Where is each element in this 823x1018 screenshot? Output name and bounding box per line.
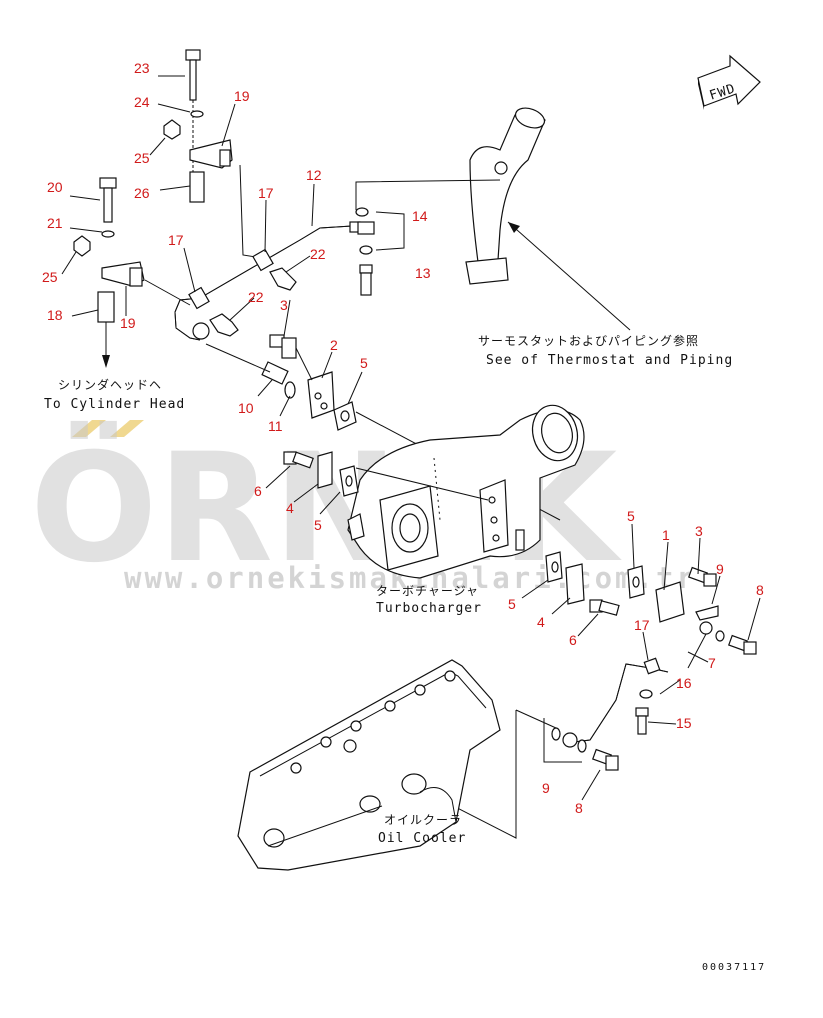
to-cylinder-head-en: To Cylinder Head bbox=[44, 397, 185, 412]
callout-17-mid: 17 bbox=[168, 232, 184, 248]
fittings-mid-left bbox=[283, 451, 489, 501]
watermark-accent-left bbox=[72, 420, 106, 437]
fwd-arrow: FWD bbox=[697, 54, 761, 110]
callout-6-right: 6 bbox=[569, 632, 577, 648]
callout-5-upper: 5 bbox=[360, 355, 368, 371]
callout-20: 20 bbox=[47, 179, 63, 195]
callout-5-right: 5 bbox=[627, 508, 635, 524]
oil-cooler-jp: オイルクーラ bbox=[384, 813, 462, 827]
callout-17-lower: 17 bbox=[634, 617, 650, 633]
callout-11: 11 bbox=[268, 418, 283, 434]
callout-19-upper: 19 bbox=[234, 88, 250, 104]
turbocharger-jp: ターボチャージャ bbox=[376, 584, 479, 598]
callout-numbers: 23 24 19 25 26 20 21 25 18 19 17 12 14 1… bbox=[42, 60, 764, 816]
drawing-code: 00037117 bbox=[702, 962, 766, 973]
turbocharger-en: Turbocharger bbox=[376, 601, 482, 616]
callout-22-upper: 22 bbox=[310, 246, 326, 262]
callout-19-lower: 19 bbox=[120, 315, 136, 331]
oil-cooler bbox=[237, 659, 501, 871]
callout-15: 15 bbox=[676, 715, 692, 731]
bracket-assembly-upper bbox=[163, 49, 263, 259]
callout-8-lower: 8 bbox=[575, 800, 583, 816]
callout-21: 21 bbox=[47, 215, 63, 231]
oil-tube-upper bbox=[174, 221, 361, 341]
callout-22-lower: 22 bbox=[248, 289, 264, 305]
oil-cooler-en: Oil Cooler bbox=[378, 831, 466, 846]
callout-16: 16 bbox=[676, 675, 692, 691]
callout-10: 10 bbox=[238, 400, 254, 416]
callout-5-lower: 5 bbox=[508, 596, 516, 612]
fittings-mid-right bbox=[545, 551, 757, 669]
callout-12: 12 bbox=[306, 167, 322, 183]
callout-26: 26 bbox=[134, 185, 150, 201]
callout-24: 24 bbox=[134, 94, 150, 110]
callout-2: 2 bbox=[330, 337, 338, 353]
callout-17-upper: 17 bbox=[258, 185, 274, 201]
callout-4-right: 4 bbox=[537, 614, 545, 630]
thermostat-pipe bbox=[355, 107, 631, 331]
watermark-accent-right bbox=[110, 420, 144, 437]
thermostat-ref-jp: サーモスタットおよびパイピング参照 bbox=[478, 333, 699, 348]
callout-9-upper: 9 bbox=[716, 561, 724, 577]
text-labels: シリンダヘッドヘ To Cylinder Head サーモスタットおよびパイピン… bbox=[44, 333, 766, 973]
callout-23: 23 bbox=[134, 60, 150, 76]
callout-18: 18 bbox=[47, 307, 63, 323]
callout-7: 7 bbox=[708, 655, 716, 671]
callout-3-right: 3 bbox=[695, 523, 703, 539]
callout-25-upper: 25 bbox=[134, 150, 150, 166]
callout-6-left: 6 bbox=[254, 483, 262, 499]
callout-8-upper: 8 bbox=[756, 582, 764, 598]
bracket-assembly-lower bbox=[73, 177, 191, 368]
callout-1: 1 bbox=[662, 527, 670, 543]
callout-9-lower: 9 bbox=[542, 780, 550, 796]
callout-3-upper: 3 bbox=[280, 297, 288, 313]
fittings-upper bbox=[205, 334, 561, 521]
callout-14: 14 bbox=[412, 208, 428, 224]
to-cylinder-head-jp: シリンダヘッドヘ bbox=[58, 377, 162, 392]
callout-4-left: 4 bbox=[286, 500, 294, 516]
callout-13: 13 bbox=[415, 265, 431, 281]
leader-lines bbox=[61, 75, 761, 801]
callout-25-lower: 25 bbox=[42, 269, 58, 285]
callout-5-left: 5 bbox=[314, 517, 322, 533]
turbocharger bbox=[347, 404, 585, 579]
thermostat-ref-en: See of Thermostat and Piping bbox=[486, 353, 733, 368]
